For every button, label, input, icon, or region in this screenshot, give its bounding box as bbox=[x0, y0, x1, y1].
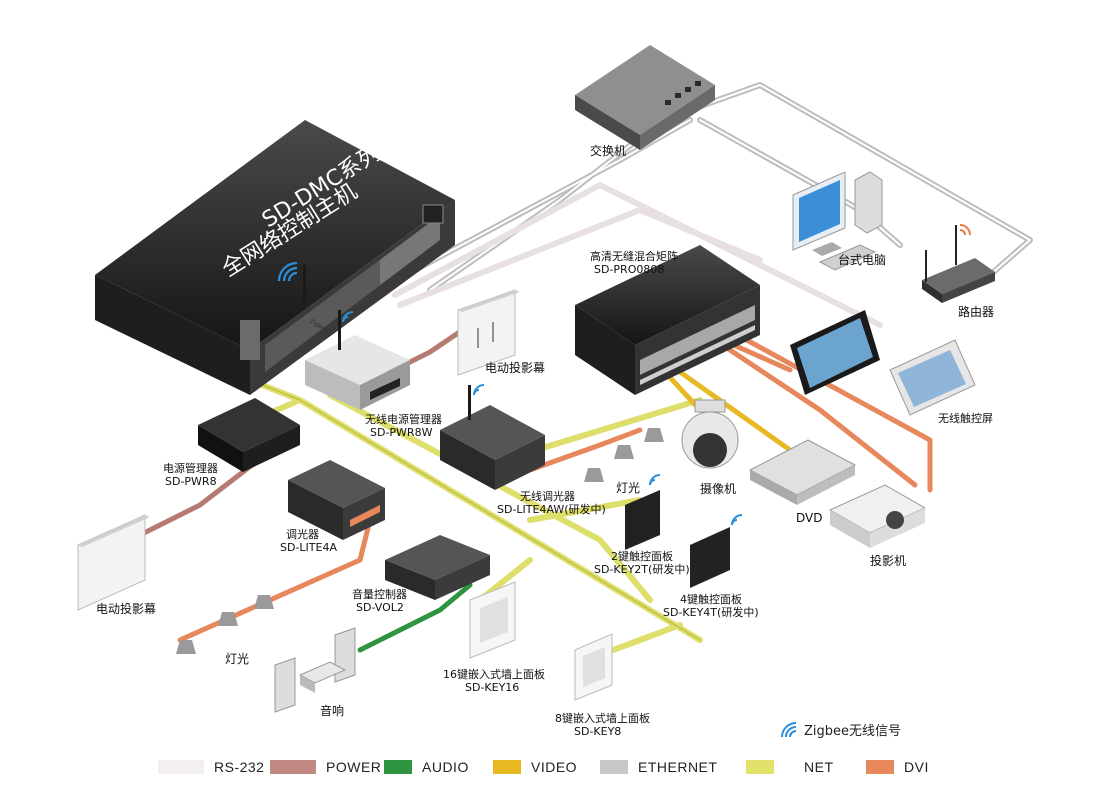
label-key4t-name: 4键触控面板 bbox=[680, 593, 742, 606]
label-key4t-model: SD-KEY4T(研发中) bbox=[663, 606, 759, 619]
rs232-cables bbox=[392, 182, 883, 328]
touch-tablet bbox=[790, 310, 880, 395]
legend-label-audio: AUDIO bbox=[422, 759, 469, 775]
ptz-camera bbox=[681, 399, 739, 469]
desktop-pc bbox=[792, 171, 883, 271]
lights-mid bbox=[584, 428, 664, 482]
legend-item-audio: AUDIO bbox=[384, 758, 469, 776]
touch-panel-4key bbox=[690, 514, 743, 588]
legend-label-power: POWER bbox=[326, 759, 382, 775]
cable-legend: RS-232 POWER AUDIO VIDEO ETHERNET NET DV… bbox=[0, 754, 1094, 782]
legend-label-video: VIDEO bbox=[531, 759, 578, 775]
video-cables bbox=[662, 369, 793, 453]
zigbee-legend-icon bbox=[781, 722, 797, 738]
projection-screen-top bbox=[457, 289, 520, 376]
label-wireless-touch: 无线触控屏 bbox=[938, 412, 993, 425]
label-key8-model: SD-KEY8 bbox=[574, 725, 622, 738]
label-camera: 摄像机 bbox=[700, 482, 737, 496]
legend-label-dvi: DVI bbox=[904, 759, 929, 775]
label-key2t-model: SD-KEY2T(研发中) bbox=[594, 563, 690, 576]
legend-item-net: NET bbox=[746, 758, 834, 776]
lights-left bbox=[176, 595, 274, 654]
router bbox=[922, 224, 995, 303]
main-controller-host: SD-DMC系列 全网络控制主机 Zigbee bbox=[95, 120, 455, 395]
label-lite4aw-name: 无线调光器 bbox=[520, 490, 575, 503]
zigbee-icon bbox=[277, 261, 298, 282]
label-pwr8w-model: SD-PWR8W bbox=[370, 426, 433, 439]
label-matrix-model: SD-PRO0808 bbox=[594, 263, 665, 276]
label-router: 路由器 bbox=[958, 305, 995, 319]
touch-panel-2key bbox=[625, 474, 661, 550]
label-pwr8w-name: 无线电源管理器 bbox=[365, 413, 442, 426]
power-manager bbox=[198, 398, 300, 472]
label-key16-model: SD-KEY16 bbox=[465, 681, 520, 694]
zigbee-legend: Zigbee无线信号 bbox=[786, 720, 901, 739]
label-projector: 投影机 bbox=[870, 554, 907, 568]
audio-cables bbox=[357, 582, 473, 653]
legend-item-ethernet: ETHERNET bbox=[600, 758, 717, 776]
legend-swatch-power bbox=[270, 760, 316, 774]
label-vol2-model: SD-VOL2 bbox=[356, 601, 404, 614]
wireless-dimmer-lite4aw bbox=[440, 384, 545, 490]
label-dvd: DVD bbox=[796, 511, 823, 525]
label-lights-mid: 灯光 bbox=[616, 481, 641, 495]
label-pwr8-model: SD-PWR8 bbox=[165, 475, 217, 488]
label-screen-top: 电动投影幕 bbox=[485, 361, 546, 375]
legend-swatch-video bbox=[493, 760, 521, 774]
dimmer-lite4a bbox=[288, 460, 385, 540]
speaker-system bbox=[274, 627, 356, 713]
network-switch bbox=[575, 45, 715, 150]
legend-swatch-audio bbox=[384, 760, 412, 774]
label-pwr8-name: 电源管理器 bbox=[163, 462, 218, 475]
zigbee-legend-text: Zigbee无线信号 bbox=[804, 724, 902, 739]
legend-label-rs232: RS-232 bbox=[214, 759, 265, 775]
wireless-touch-screen bbox=[889, 339, 976, 416]
wall-panel-8key bbox=[574, 633, 613, 701]
label-key16-name: 16键嵌入式墙上面板 bbox=[443, 668, 545, 681]
legend-item-rs232: RS-232 bbox=[158, 758, 264, 776]
hd-matrix bbox=[575, 245, 760, 395]
legend-label-ethernet: ETHERNET bbox=[638, 759, 718, 775]
legend-swatch-dvi bbox=[866, 760, 894, 774]
projection-screen-left bbox=[77, 514, 150, 611]
dvd-player bbox=[748, 439, 857, 505]
label-screen-left: 电动投影幕 bbox=[96, 602, 157, 616]
legend-swatch-net bbox=[746, 760, 774, 774]
label-switch: 交换机 bbox=[590, 144, 627, 158]
label-speaker: 音响 bbox=[320, 704, 345, 718]
label-lite4a-model: SD-LITE4A bbox=[280, 541, 337, 554]
dvi-cables bbox=[177, 317, 933, 643]
label-vol2-name: 音量控制器 bbox=[352, 588, 407, 601]
label-lite4aw-model: SD-LITE4AW(研发中) bbox=[497, 503, 606, 516]
label-key2t-name: 2键触控面板 bbox=[611, 550, 673, 563]
label-lite4a-name: 调光器 bbox=[286, 528, 319, 541]
label-lights-left: 灯光 bbox=[225, 652, 250, 666]
legend-item-dvi: DVI bbox=[866, 758, 929, 776]
label-pc: 台式电脑 bbox=[838, 253, 887, 267]
wall-panel-16key bbox=[469, 581, 516, 659]
volume-controller bbox=[385, 535, 490, 600]
wireless-power-manager bbox=[305, 310, 410, 410]
legend-item-power: POWER bbox=[270, 758, 381, 776]
legend-label-net: NET bbox=[804, 759, 834, 775]
label-key8-name: 8键嵌入式墙上面板 bbox=[555, 712, 650, 725]
projector bbox=[828, 484, 927, 548]
legend-swatch-rs232 bbox=[158, 760, 204, 774]
legend-item-video: VIDEO bbox=[493, 758, 577, 776]
legend-swatch-ethernet bbox=[600, 760, 628, 774]
label-matrix-name: 高清无缝混合矩阵 bbox=[590, 250, 678, 263]
